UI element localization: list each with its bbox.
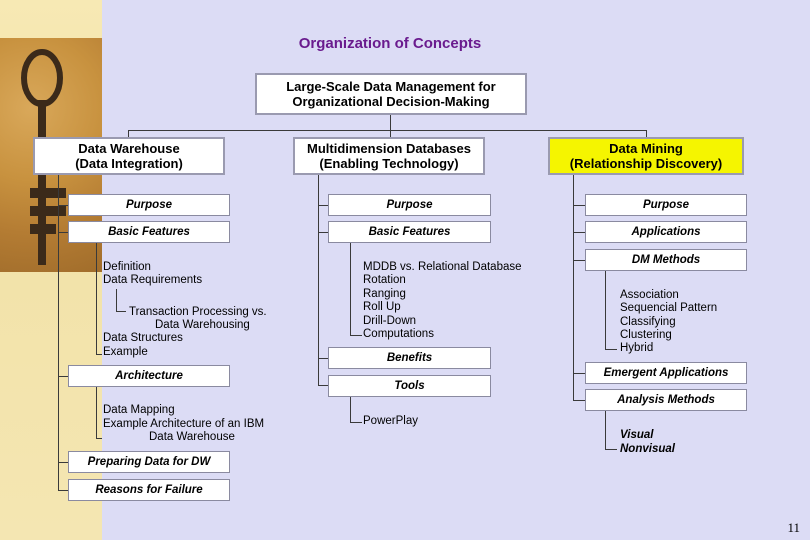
dw-basic-item-1: Definition: [103, 261, 151, 273]
col2-spine: [318, 175, 319, 386]
connector: [96, 354, 102, 355]
connector: [128, 130, 129, 138]
dm-method-2: Sequencial Pattern: [620, 302, 718, 314]
key-icon: [21, 49, 66, 265]
connector: [58, 205, 68, 206]
connector: [128, 130, 647, 131]
root-line-1: Large-Scale Data Management for: [286, 79, 496, 94]
multidimension-header: Multidimension Databases (Enabling Techn…: [293, 137, 485, 175]
connector: [573, 205, 585, 206]
dm-method-4: Clustering: [620, 329, 672, 341]
mddb-tools-box: Tools: [328, 375, 491, 397]
mddb-basic-features-box: Basic Features: [328, 221, 491, 243]
connector: [96, 243, 97, 355]
connector: [350, 422, 362, 423]
dw-basic-item-2: Data Requirements: [103, 274, 203, 286]
dw-arch-item-3: Data Warehouse: [149, 431, 235, 443]
connector: [58, 462, 68, 463]
mddb-item-1: MDDB vs. Relational Database: [363, 261, 522, 273]
dm-purpose-box: Purpose: [585, 194, 747, 216]
mddb-benefits-box: Benefits: [328, 347, 491, 369]
connector: [390, 115, 391, 130]
mddb-header-line-1: Multidimension Databases: [307, 141, 471, 156]
connector: [96, 387, 97, 438]
page-number: 11: [787, 520, 800, 535]
connector: [116, 311, 126, 312]
data-warehouse-header: Data Warehouse (Data Integration): [33, 137, 225, 175]
dw-basic-features-box: Basic Features: [68, 221, 230, 243]
connector: [573, 232, 585, 233]
mddb-purpose-box: Purpose: [328, 194, 491, 216]
connector: [318, 205, 328, 206]
page-title: Organization of Concepts: [298, 35, 482, 52]
dm-method-1: Association: [620, 289, 679, 301]
mddb-tools-item: PowerPlay: [363, 415, 418, 427]
dm-analysis-box: Analysis Methods: [585, 389, 747, 411]
mddb-item-2: Rotation: [363, 274, 406, 286]
mddb-item-5: Drill-Down: [363, 315, 417, 327]
dm-header-line-1: Data Mining: [609, 141, 683, 156]
data-mining-header: Data Mining (Relationship Discovery): [548, 137, 744, 175]
connector: [605, 349, 617, 350]
mddb-item-6: Computations: [363, 328, 434, 340]
connector: [58, 490, 68, 491]
connector: [646, 130, 647, 138]
connector: [116, 289, 117, 311]
dw-basic-item-3: Data Structures: [103, 332, 183, 344]
dw-reasons-failure-box: Reasons for Failure: [68, 479, 230, 501]
dw-arch-item-1: Data Mapping: [103, 404, 175, 416]
root-concept-box: Large-Scale Data Management for Organiza…: [255, 73, 527, 115]
dm-method-5: Hybrid: [620, 342, 654, 354]
connector: [573, 400, 585, 401]
connector: [390, 130, 391, 138]
dw-tp-line-2: Data Warehousing: [155, 319, 250, 331]
connector: [318, 232, 328, 233]
mddb-item-3: Ranging: [363, 288, 406, 300]
mddb-header-line-2: (Enabling Technology): [319, 156, 459, 171]
connector: [318, 385, 328, 386]
dm-methods-box: DM Methods: [585, 249, 747, 271]
connector: [96, 438, 102, 439]
dm-applications-box: Applications: [585, 221, 747, 243]
dm-emergent-box: Emergent Applications: [585, 362, 747, 384]
dm-analysis-item-2: Nonvisual: [620, 443, 675, 455]
connector: [605, 411, 606, 449]
dw-purpose-box: Purpose: [68, 194, 230, 216]
col1-spine: [58, 175, 59, 491]
connector: [350, 335, 362, 336]
dw-tp-line-1: Transaction Processing vs.: [129, 306, 267, 318]
connector: [605, 449, 617, 450]
dm-analysis-item-1: Visual: [620, 429, 654, 441]
dm-header-line-2: (Relationship Discovery): [569, 156, 723, 171]
dw-basic-item-4: Example: [103, 346, 148, 358]
connector: [350, 397, 351, 422]
dw-architecture-box: Architecture: [68, 365, 230, 387]
connector: [573, 373, 585, 374]
dw-header-line-2: (Data Integration): [75, 156, 183, 171]
connector: [58, 376, 68, 377]
connector: [573, 260, 585, 261]
mddb-item-4: Roll Up: [363, 301, 401, 313]
connector: [58, 232, 68, 233]
dw-preparing-data-box: Preparing Data for DW: [68, 451, 230, 473]
dm-method-3: Classifying: [620, 316, 676, 328]
connector: [605, 271, 606, 349]
connector: [350, 243, 351, 335]
dw-arch-item-2: Example Architecture of an IBM: [103, 418, 265, 430]
dw-header-line-1: Data Warehouse: [78, 141, 180, 156]
connector: [318, 358, 328, 359]
root-line-2: Organizational Decision-Making: [292, 94, 490, 109]
col3-spine: [573, 175, 574, 401]
